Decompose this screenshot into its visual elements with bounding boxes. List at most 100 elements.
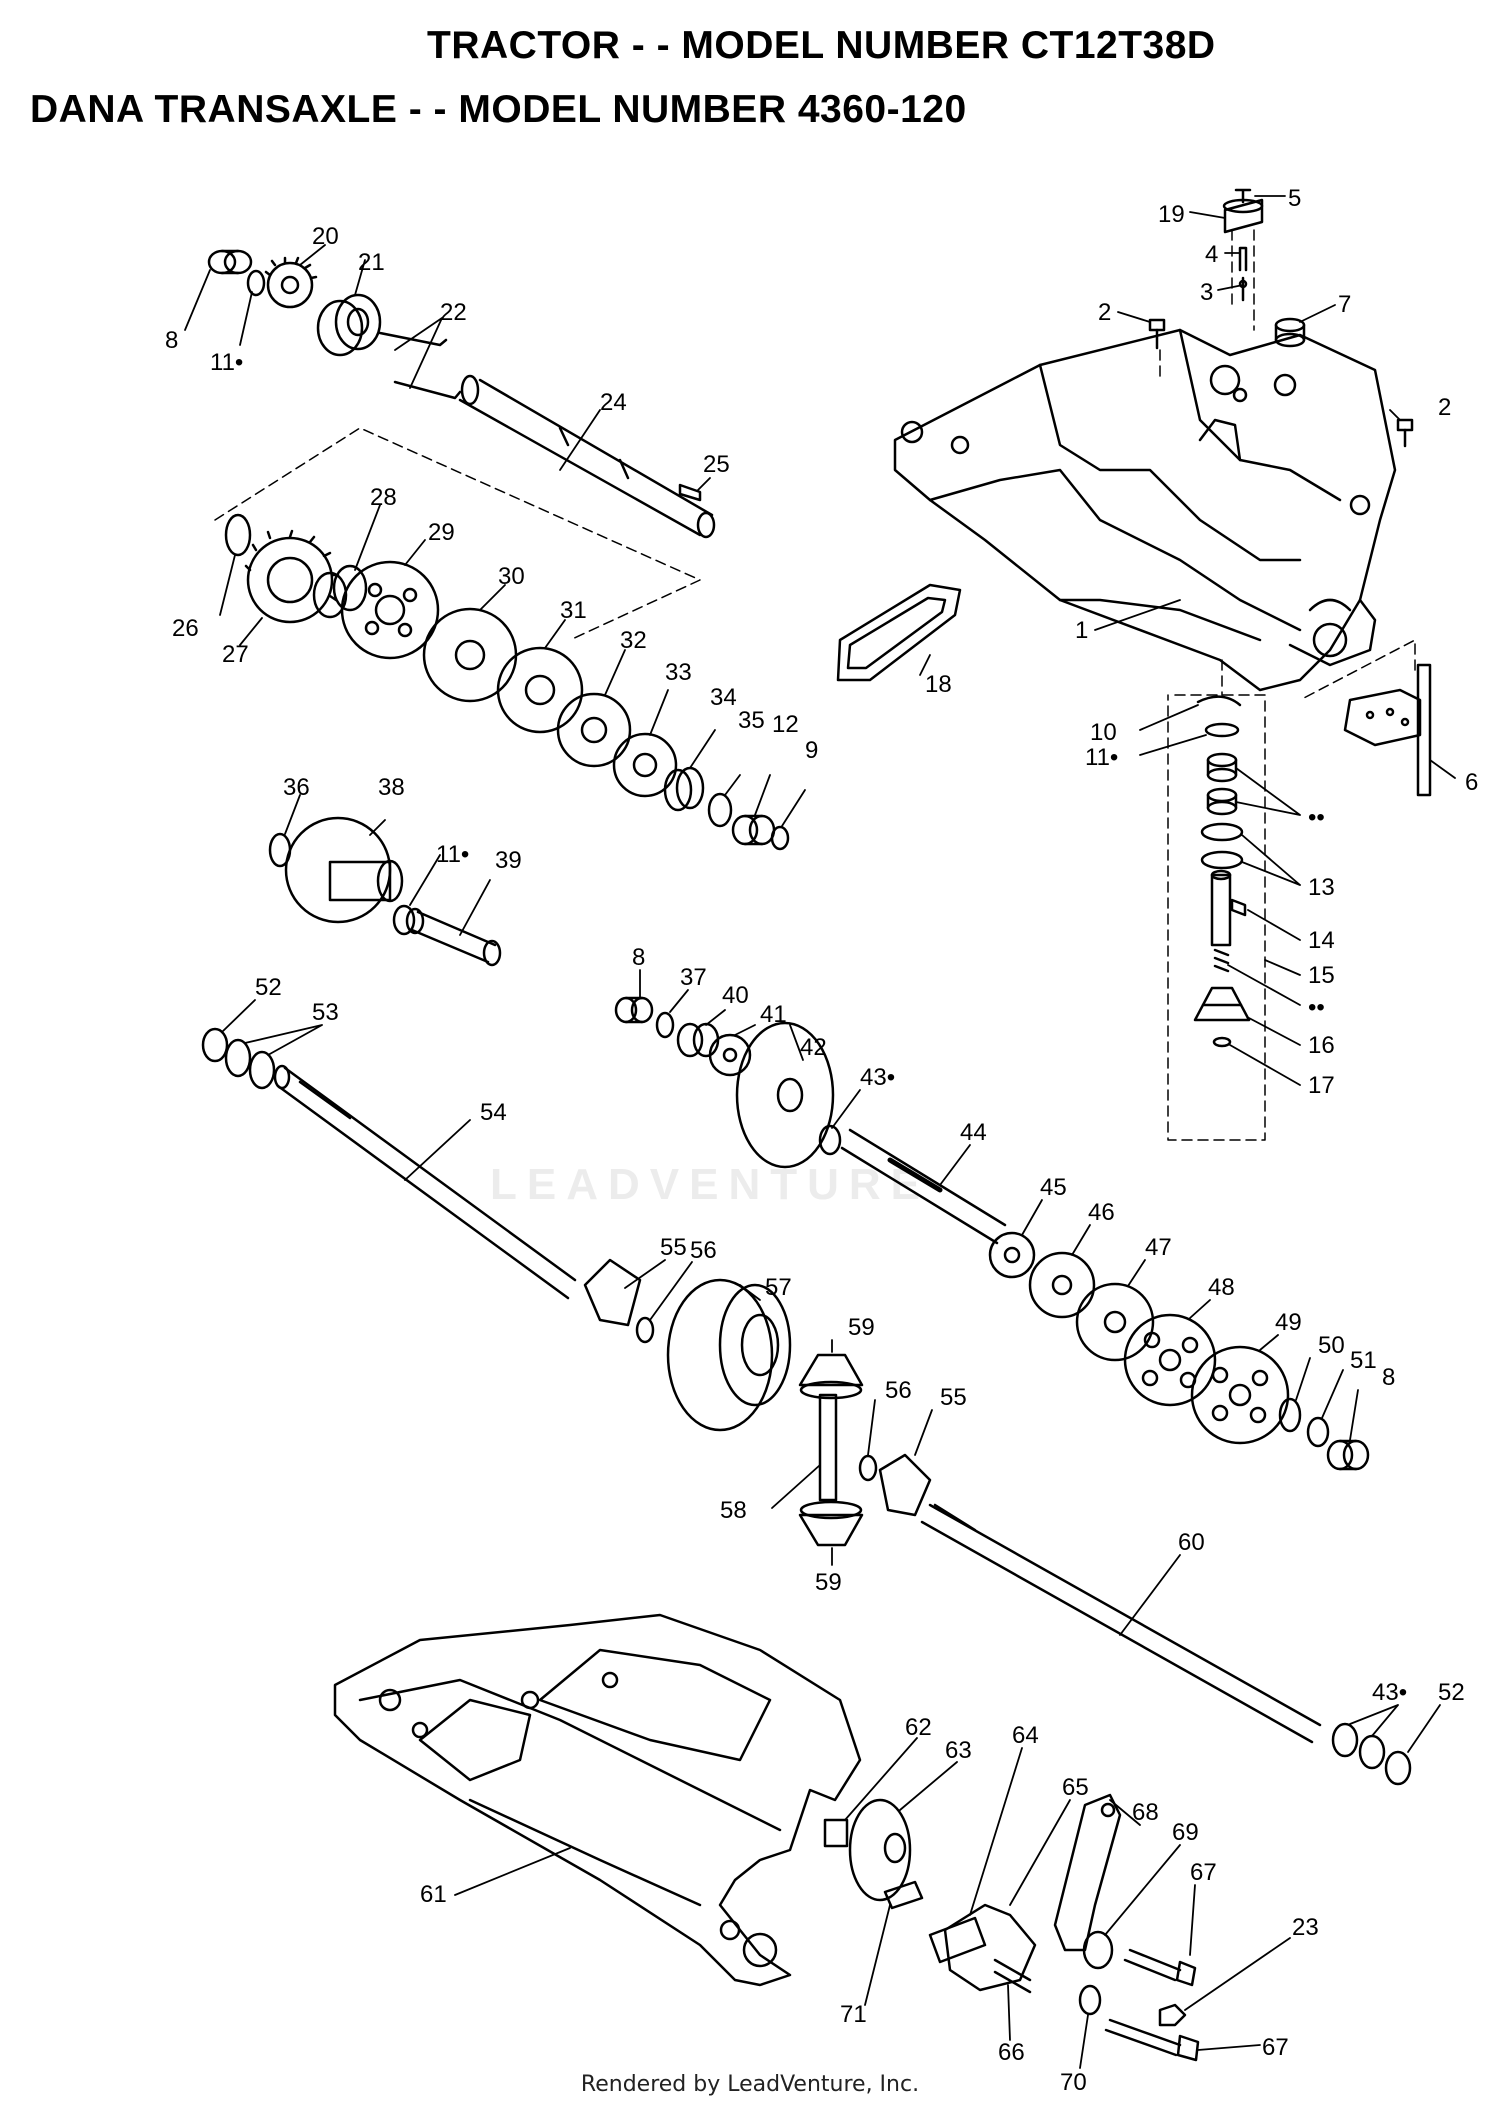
callout-53: 53 <box>312 999 339 1026</box>
callout-58: 58 <box>720 1497 747 1524</box>
washer-part-52b <box>1384 1750 1412 1786</box>
washer-part-11b <box>392 904 416 936</box>
callout-43-dot-b: 43• <box>1372 1679 1407 1706</box>
bearing-part-8a <box>207 249 253 275</box>
callout-39: 39 <box>495 847 522 874</box>
bolt-part-67b <box>1104 2018 1200 2062</box>
callout-68: 68 <box>1132 1799 1159 1826</box>
callout-52b: 52 <box>1438 1679 1465 1706</box>
keys-part-22 <box>378 331 462 400</box>
spring-part-dd2 <box>1213 948 1230 973</box>
brake-shaft-part-15 <box>1210 869 1232 947</box>
bearing-part-8c <box>1326 1439 1370 1471</box>
callout-71: 71 <box>840 2001 867 2028</box>
callout-18: 18 <box>925 671 952 698</box>
washer-part-52a <box>201 1027 229 1063</box>
callout-56a: 56 <box>690 1237 717 1264</box>
washers-part-53 <box>224 1038 276 1090</box>
bolt-part-67a <box>1123 1948 1197 1987</box>
washer-part-43a <box>818 1124 842 1156</box>
callout-36: 36 <box>283 774 310 801</box>
callout-40: 40 <box>722 982 749 1009</box>
callout-16: 16 <box>1308 1032 1335 1059</box>
brake-pad-part-71 <box>883 1880 924 1910</box>
shaft-part-44 <box>840 1128 1007 1245</box>
callout-44: 44 <box>960 1119 987 1146</box>
callout-33: 33 <box>665 659 692 686</box>
gear-part-42 <box>735 1021 835 1169</box>
callout-double-dot-2: •• <box>1308 994 1325 1021</box>
callout-34: 34 <box>710 684 737 711</box>
callout-47: 47 <box>1145 1234 1172 1261</box>
callout-51: 51 <box>1350 1347 1377 1374</box>
washers-part-13 <box>1200 822 1244 870</box>
ring-part-56b <box>858 1454 878 1482</box>
bevel-pinion-part-59a <box>798 1353 864 1400</box>
callout-12: 12 <box>772 711 799 738</box>
callout-14: 14 <box>1308 927 1335 954</box>
bearing-part-dd1 <box>1206 752 1238 816</box>
callout-2b: 2 <box>1438 394 1451 421</box>
callout-59b: 59 <box>815 1569 842 1596</box>
brake-disc-part-63 <box>848 1798 912 1902</box>
diagram-title-transaxle: DANA TRANSAXLE - - MODEL NUMBER 4360-120 <box>30 88 967 131</box>
vent-cap-part-19 <box>1222 198 1264 234</box>
bevel-gear-part-55a <box>583 1258 642 1327</box>
leader-lines <box>184 195 1456 2069</box>
shaft-part-39 <box>405 907 502 967</box>
callout-8a: 8 <box>165 327 178 354</box>
callout-9: 9 <box>805 737 818 764</box>
caliper-part-65 <box>943 1903 1037 1992</box>
callout-1: 1 <box>1075 617 1088 644</box>
callout-17: 17 <box>1308 1072 1335 1099</box>
sprocket-part-41 <box>708 1033 752 1077</box>
gear-part-29 <box>340 560 440 660</box>
chain-part-18 <box>836 583 962 682</box>
bolt-part-2a <box>1148 318 1166 350</box>
callout-31: 31 <box>560 597 587 624</box>
axle-part-54 <box>273 1064 577 1300</box>
washer-part-70 <box>1078 1984 1102 2016</box>
callout-66: 66 <box>998 2039 1025 2066</box>
watermark: LEADVENTURE <box>490 1160 931 1209</box>
ring-part-9 <box>770 825 790 851</box>
callout-37: 37 <box>680 964 707 991</box>
gear-part-46 <box>1028 1251 1096 1319</box>
cross-shaft-part-58 <box>818 1393 838 1502</box>
gear-part-49 <box>1190 1345 1290 1445</box>
bushing-part-40 <box>676 1022 720 1058</box>
callout-11-dot-b: 11• <box>436 841 469 868</box>
axle-part-60 <box>920 1503 1322 1744</box>
callout-69: 69 <box>1172 1819 1199 1846</box>
callout-35: 35 <box>738 707 765 734</box>
plug-part-7 <box>1274 317 1306 348</box>
callout-6: 6 <box>1465 769 1478 796</box>
diagram-title-tractor: TRACTOR - - MODEL NUMBER CT12T38D <box>427 24 1216 67</box>
callout-57: 57 <box>765 1274 792 1301</box>
callout-19: 19 <box>1158 201 1185 228</box>
bushing-part-12 <box>731 814 776 846</box>
bearing-part-8b <box>614 996 654 1024</box>
callout-2a: 2 <box>1098 299 1111 326</box>
callout-60: 60 <box>1178 1529 1205 1556</box>
washer-part-11a <box>246 269 266 297</box>
callout-3: 3 <box>1200 279 1213 306</box>
callout-38: 38 <box>378 774 405 801</box>
callout-50: 50 <box>1318 1332 1345 1359</box>
callout-26: 26 <box>172 615 199 642</box>
bearing-part-28 <box>312 564 368 619</box>
pin-part-3 <box>1238 276 1248 302</box>
shift-lever-part-6 <box>1343 663 1432 797</box>
snap-ring-part-26 <box>224 513 252 557</box>
callout-43-dot-a: 43• <box>860 1064 895 1091</box>
callout-67a: 67 <box>1190 1859 1217 1886</box>
bevel-pinion-part-59b <box>798 1500 864 1547</box>
callout-23: 23 <box>1292 1914 1319 1941</box>
callout-41: 41 <box>760 1001 787 1028</box>
callout-45: 45 <box>1040 1174 1067 1201</box>
gear-part-32 <box>556 692 632 768</box>
callout-49: 49 <box>1275 1309 1302 1336</box>
pinion-part-20 <box>264 256 318 309</box>
washer-part-11c <box>1204 722 1240 738</box>
gear-part-45 <box>988 1231 1036 1279</box>
